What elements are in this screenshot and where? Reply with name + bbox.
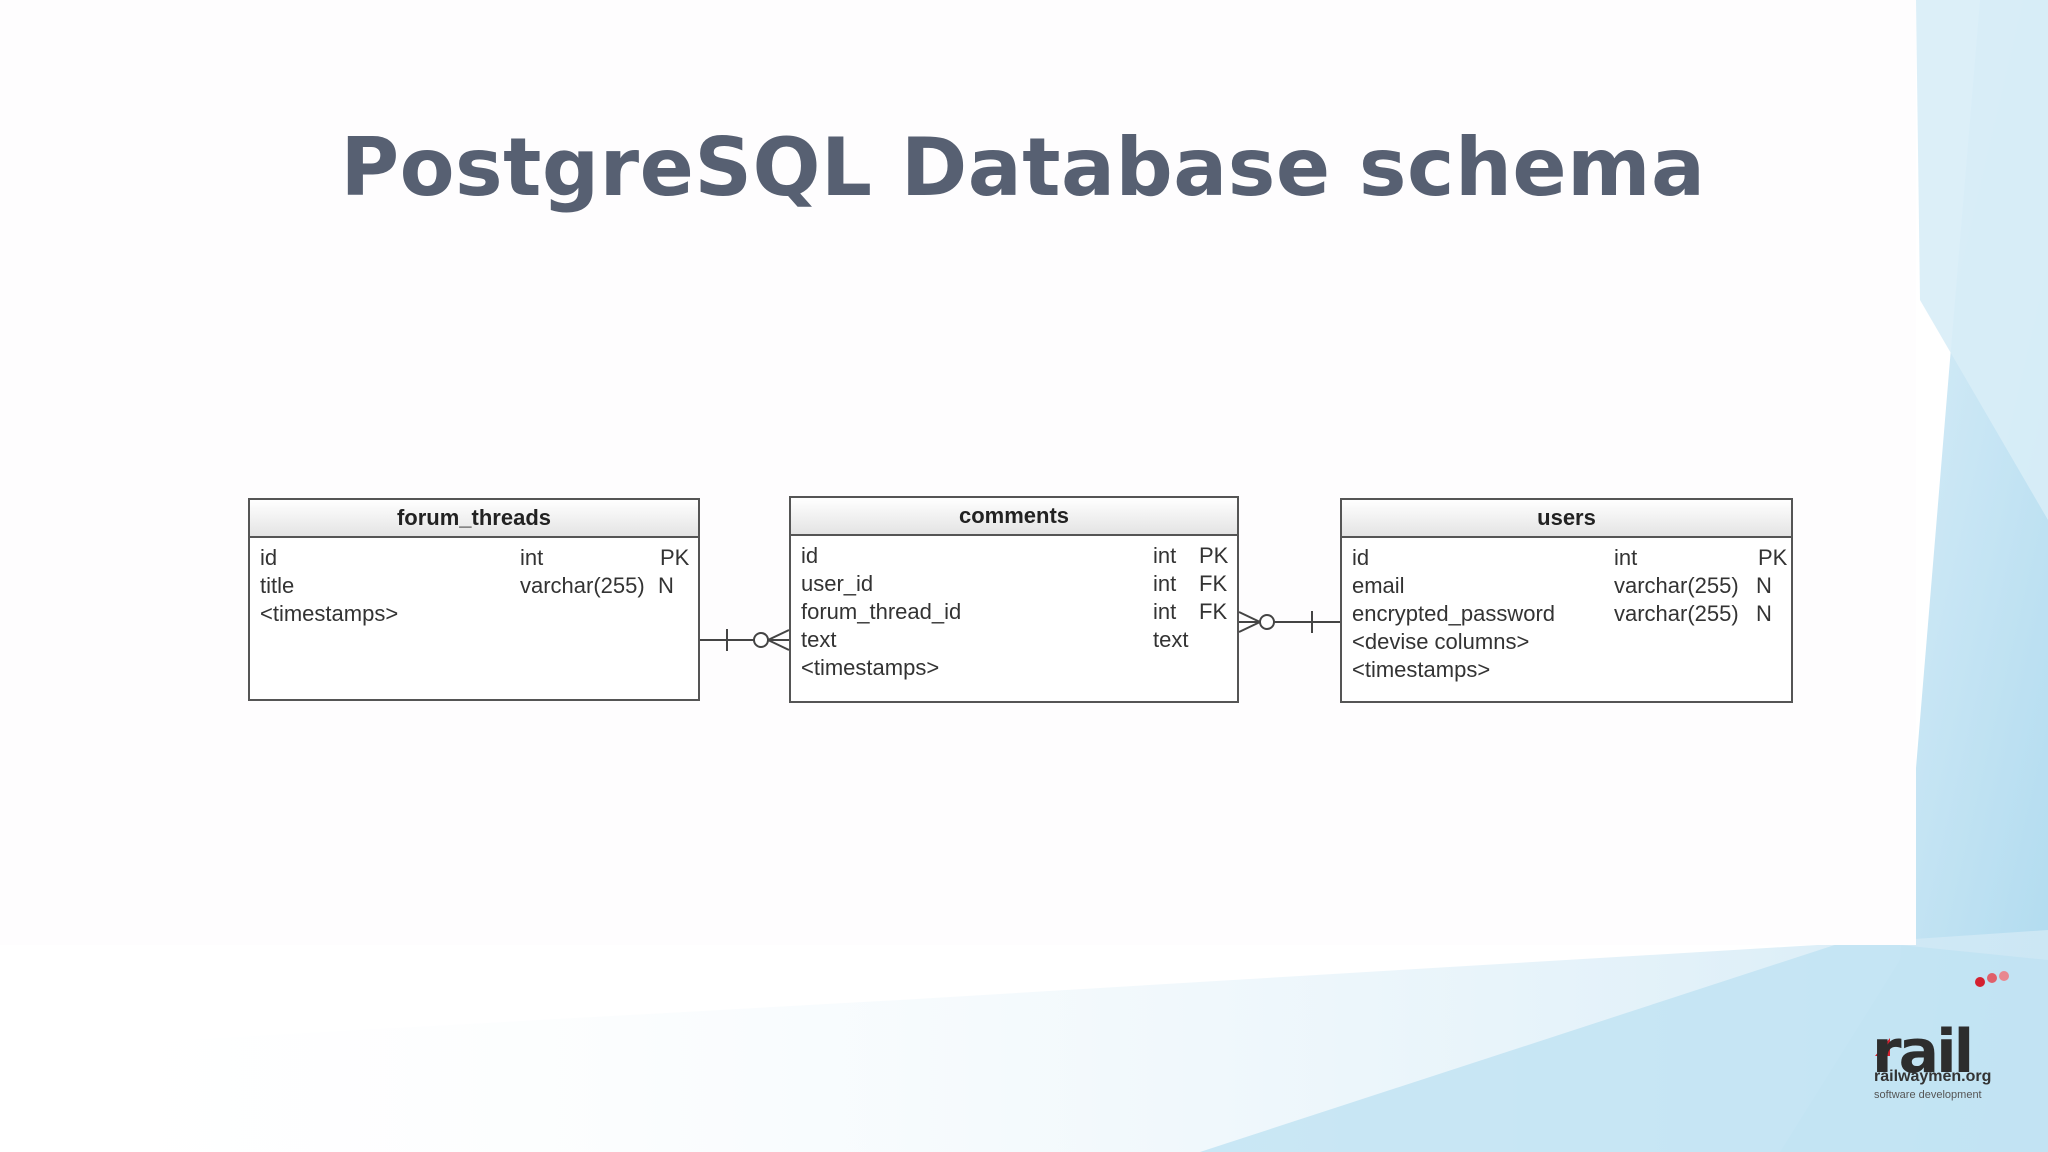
column-name: forum_thread_id (801, 599, 962, 624)
column-name: email (1352, 573, 1405, 598)
column-type: varchar(255) (1614, 573, 1739, 598)
column-type: varchar(255) (520, 573, 645, 598)
column-row: user_id int FK (791, 570, 1237, 598)
column-type: int (1153, 571, 1177, 596)
column-row: <timestamps> (1342, 656, 1791, 684)
column-row: encrypted_password varchar(255) N (1342, 600, 1791, 628)
column-name: id (801, 543, 819, 568)
slide-title: PostgreSQL Database schema (340, 121, 1706, 214)
logo-wordmark: rail (1872, 1017, 1974, 1087)
column-row: id int PK (250, 544, 698, 572)
entity-users: users id int PK email varchar(255) N enc… (1340, 498, 1793, 703)
column-key: FK (1199, 599, 1228, 624)
column-row: text text (791, 626, 1237, 654)
column-row: forum_thread_id int FK (791, 598, 1237, 626)
column-row: id int PK (791, 542, 1237, 570)
entity-comments: comments id int PK user_id int FK forum_… (789, 496, 1239, 703)
entity-header: users (1342, 500, 1791, 538)
column-name: <devise columns> (1352, 629, 1530, 654)
column-key: N (1756, 601, 1772, 626)
logo-tagline: software development (1874, 1089, 1982, 1101)
column-name: <timestamps> (1352, 657, 1491, 682)
column-name: encrypted_password (1352, 601, 1556, 626)
entity-forum-threads: forum_threads id int PK title varchar(25… (248, 498, 700, 701)
column-key: N (1756, 573, 1772, 598)
column-type: int (1153, 543, 1177, 568)
column-type: varchar(255) (1614, 601, 1739, 626)
column-row: <timestamps> (250, 600, 698, 628)
column-type: text (1153, 627, 1189, 652)
column-key: PK (1199, 543, 1229, 568)
column-type: int (1614, 545, 1638, 570)
column-row: <devise columns> (1342, 628, 1791, 656)
entity-header: comments (791, 498, 1237, 536)
column-row: <timestamps> (791, 654, 1237, 682)
column-key: FK (1199, 571, 1228, 596)
column-key: PK (660, 545, 690, 570)
column-key: PK (1758, 545, 1788, 570)
column-row: title varchar(255) N (250, 572, 698, 600)
column-key: N (658, 573, 674, 598)
column-name: text (801, 627, 837, 652)
column-name: user_id (801, 571, 874, 596)
logo-domain: railwaymen.org (1874, 1068, 1992, 1085)
column-name: title (260, 573, 295, 598)
column-name: id (260, 545, 278, 570)
column-row: id int PK (1342, 544, 1791, 572)
column-type: int (1153, 599, 1177, 624)
column-name: id (1352, 545, 1370, 570)
railwaymen-logo (1875, 971, 2009, 1056)
column-name: <timestamps> (801, 655, 940, 680)
entity-header: forum_threads (250, 500, 698, 538)
column-row: email varchar(255) N (1342, 572, 1791, 600)
column-type: int (520, 545, 544, 570)
column-name: <timestamps> (260, 601, 399, 626)
